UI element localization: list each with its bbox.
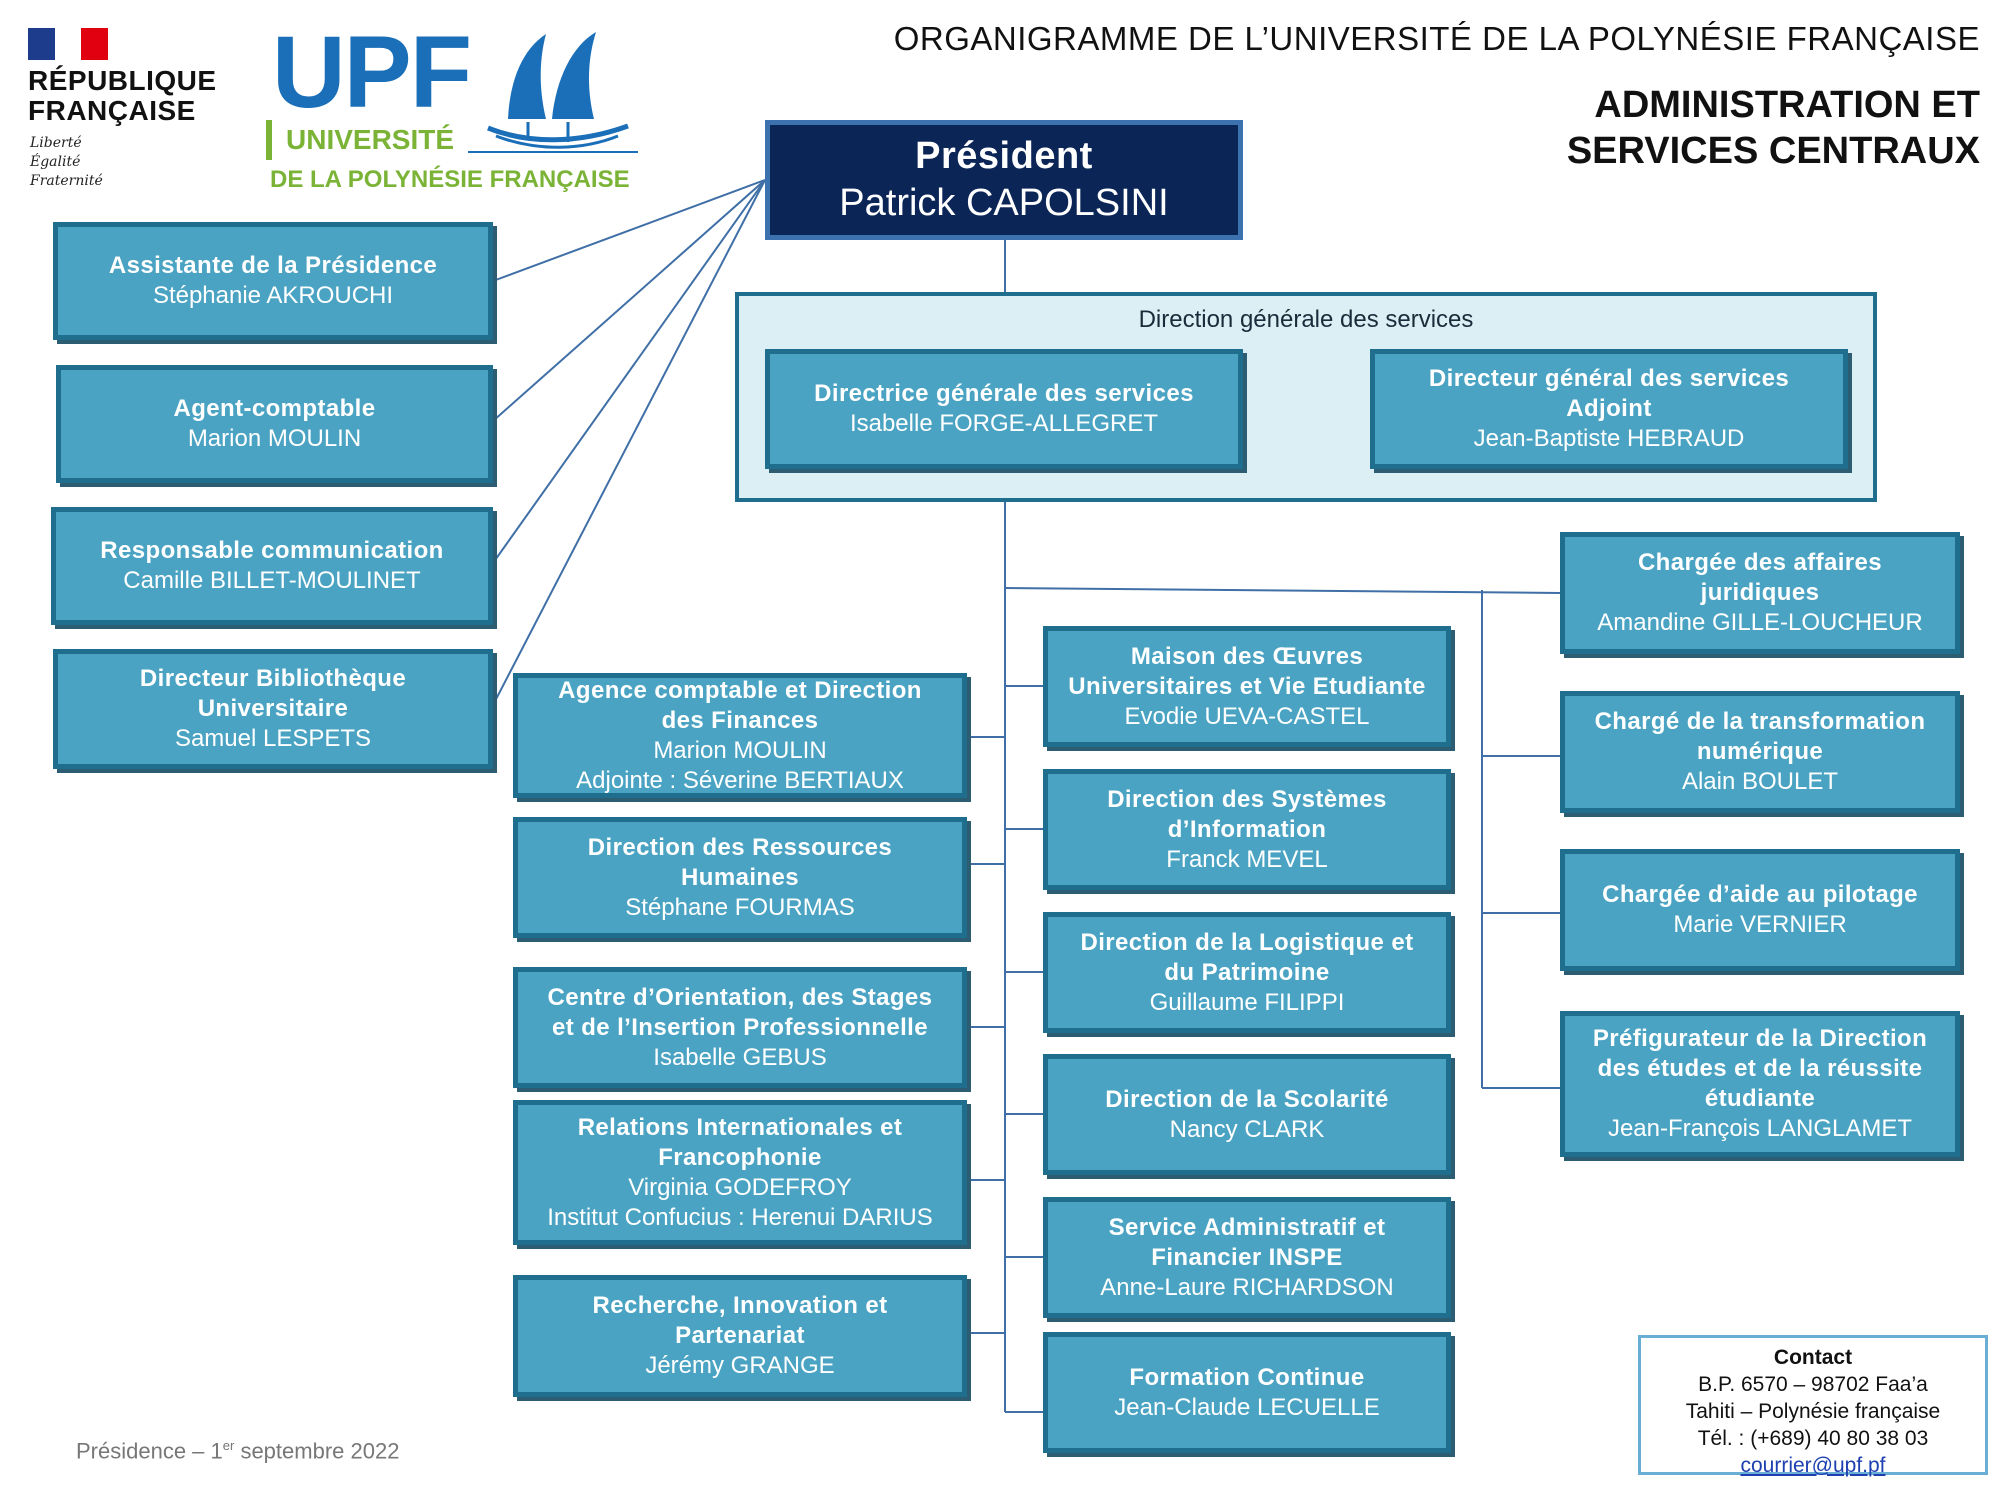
col2-box-orientation: Centre d’Orientation, des Stages et de l… xyxy=(513,967,967,1088)
col2-box-agence-comptable: Agence comptable et Direction des Financ… xyxy=(513,673,967,798)
president-box: Président Patrick CAPOLSINI xyxy=(765,120,1243,240)
contact-phone: Tél. : (+689) 40 80 38 03 xyxy=(1697,1427,1929,1450)
footer-date: Présidence – 1er septembre 2022 xyxy=(76,1438,400,1464)
contact-box: Contact B.P. 6570 – 98702 Faa’a Tahiti –… xyxy=(1638,1335,1988,1477)
page-title: ORGANIGRAMME DE L’UNIVERSITÉ DE LA POLYN… xyxy=(893,20,1980,57)
page-subtitle: ADMINISTRATION ET SERVICES CENTRAUX xyxy=(1566,84,1980,172)
col3-box-formation-continue: Formation Continue Jean-Claude LECUELLE xyxy=(1043,1332,1451,1453)
col3-box-inspe: Service Administratif et Financier INSPE… xyxy=(1043,1197,1451,1318)
upf-logo-rule xyxy=(266,120,272,160)
contact-email-link[interactable]: courrier@upf.pf xyxy=(1740,1454,1886,1477)
left-box-agent-comptable: Agent-comptable Marion MOULIN xyxy=(56,365,493,483)
upf-logo-subtitle: DE LA POLYNÉSIE FRANÇAISE xyxy=(270,166,630,193)
dgs-directrice-box: Directrice générale des services Isabell… xyxy=(765,349,1243,469)
col3-box-logistique: Direction de la Logistique et du Patrimo… xyxy=(1043,912,1451,1033)
canoe-sail-icon xyxy=(468,32,638,153)
col4-box-aide-pilotage: Chargée d’aide au pilotage Marie VERNIER xyxy=(1560,849,1960,971)
col2-box-ressources-humaines: Direction des Ressources Humaines Stépha… xyxy=(513,817,967,938)
left-box-communication: Responsable communication Camille BILLET… xyxy=(51,507,493,625)
contact-location: Tahiti – Polynésie française xyxy=(1685,1400,1941,1423)
col4-box-transformation-numerique: Chargé de la transformation numérique Al… xyxy=(1560,691,1960,813)
dgs-label: Direction générale des services xyxy=(1138,306,1474,333)
col2-box-recherche: Recherche, Innovation et Partenariat Jér… xyxy=(513,1275,967,1397)
contact-title: Contact xyxy=(1773,1346,1853,1369)
marianne-flag-icon xyxy=(28,28,108,60)
col2-box-relations-internationales: Relations Internationales et Francophoni… xyxy=(513,1100,967,1245)
col4-box-affaires-juridiques: Chargée des affaires juridiques Amandine… xyxy=(1560,532,1960,654)
republic-motto: Liberté Égalité Fraternité xyxy=(30,135,103,189)
left-box-assistante: Assistante de la Présidence Stéphanie AK… xyxy=(53,222,493,340)
left-box-bibliotheque: Directeur Bibliothèque Universitaire Sam… xyxy=(53,649,493,769)
col3-box-scolarite: Direction de la Scolarité Nancy CLARK xyxy=(1043,1054,1451,1175)
upf-logo-universite: UNIVERSITÉ xyxy=(286,124,455,155)
republique-francaise-logo: RÉPUBLIQUE FRANÇAISE xyxy=(28,65,217,126)
col3-box-systemes-information: Direction des Systèmes d’Information Fra… xyxy=(1043,769,1451,890)
dgs-adjoint-box: Directeur général des services Adjoint J… xyxy=(1370,349,1848,469)
upf-logo-acronym: UPF xyxy=(272,15,472,129)
col3-box-maison-oeuvres: Maison des Œuvres Universitaires et Vie … xyxy=(1043,626,1451,747)
col4-box-prefigurateur: Préfigurateur de la Direction des études… xyxy=(1560,1011,1960,1157)
contact-address: B.P. 6570 – 98702 Faa’a xyxy=(1698,1373,1928,1396)
